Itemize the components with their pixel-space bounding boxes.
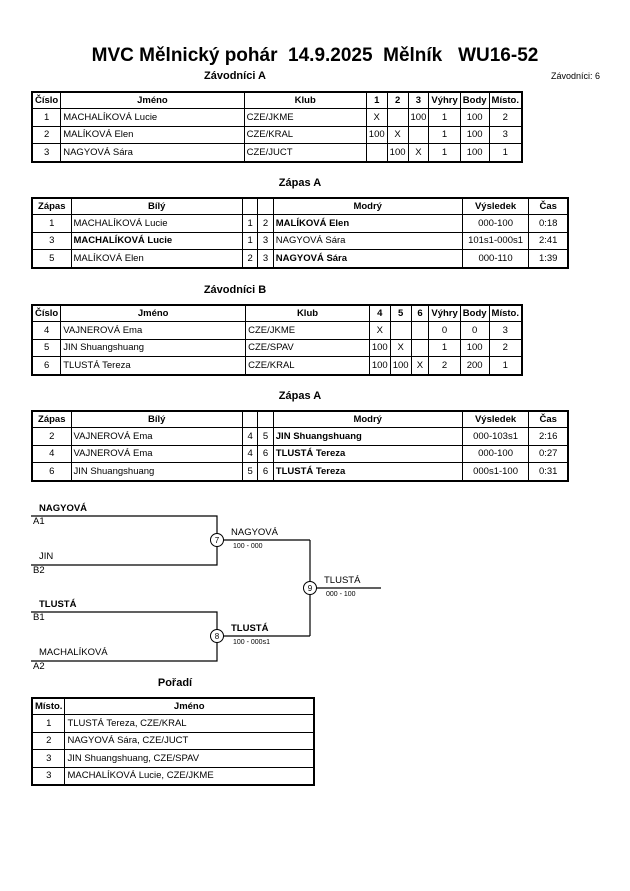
column-header: Jméno xyxy=(64,697,315,715)
matches-b-heading: Zápas A xyxy=(278,390,322,402)
table-cell: 2 xyxy=(31,731,66,750)
table-cell: 2 xyxy=(428,356,461,375)
column-header: Výhry xyxy=(428,91,461,109)
table-cell: 1 xyxy=(31,714,66,733)
table-cell: 1 xyxy=(241,231,259,250)
sf1-bottom-seed: B2 xyxy=(33,565,45,576)
sf1-bottom-name: JIN xyxy=(39,551,54,562)
table-cell: 3 xyxy=(31,766,66,786)
sf2-winner-name: TLUSTÁ xyxy=(231,623,269,634)
table-cell: CZE/JUCT xyxy=(243,143,367,162)
table-cell: NAGYOVÁ Sára xyxy=(272,249,463,268)
table-cell: JIN Shuangshuang, CZE/SPAV xyxy=(64,749,315,768)
header-row: Místo.Jméno xyxy=(31,697,315,715)
final-match-circle xyxy=(303,581,317,595)
table-cell: 1 xyxy=(488,356,523,375)
table-cell: NAGYOVÁ Sára xyxy=(60,143,245,162)
matches-a-heading: Zápas A xyxy=(278,177,322,189)
table-cell: CZE/KRAL xyxy=(245,356,370,375)
sf2-bottom-seed: A2 xyxy=(33,661,45,672)
column-header: Místo. xyxy=(31,697,66,715)
table-cell: 3 xyxy=(257,249,274,268)
sf1-score: 100 - 000 xyxy=(233,543,263,550)
table-cell: 1 xyxy=(488,143,523,162)
table-cell: 1 xyxy=(428,143,461,162)
table-cell: 0:31 xyxy=(528,462,569,481)
final-match-number: 9 xyxy=(308,584,313,593)
column-header: Čas xyxy=(528,197,569,215)
table-cell: 3 xyxy=(31,749,66,768)
sf2-top-name: TLUSTÁ xyxy=(39,599,77,610)
table-cell: 5 xyxy=(241,462,259,481)
table-cell: TLUSTÁ Tereza xyxy=(272,462,463,481)
table-cell: TLUSTÁ Tereza xyxy=(60,356,247,375)
table-cell: TLUSTÁ Tereza, CZE/KRAL xyxy=(64,714,315,733)
table-cell: 5 xyxy=(257,427,274,446)
table-cell: 100 xyxy=(389,356,412,375)
sf1-match-number: 7 xyxy=(215,536,220,545)
table-cell: 1:39 xyxy=(528,249,569,268)
competitors-count: Závodníci: 6 xyxy=(550,71,600,81)
table-cell: MACHALÍKOVÁ Lucie, CZE/JKME xyxy=(64,766,315,786)
table-cell: 6 xyxy=(257,462,274,481)
table-cell: JIN Shuangshuang xyxy=(70,462,243,481)
sf1-top-seed: A1 xyxy=(33,516,45,527)
table-cell: MALÍKOVÁ Elen xyxy=(70,249,243,268)
sf2-top-seed: B1 xyxy=(33,612,45,623)
table-cell: 2 xyxy=(257,214,274,233)
sf2-match-number: 8 xyxy=(215,632,220,641)
table-cell: 2 xyxy=(241,249,259,268)
sf1-winner-name: NAGYOVÁ xyxy=(231,527,278,538)
sf1-top-name: NAGYOVÁ xyxy=(39,503,88,514)
sf1-bracket-line xyxy=(31,515,218,566)
table-cell: 2 xyxy=(488,108,523,127)
pool-a-heading: Závodníci A xyxy=(204,70,266,82)
table-cell: 0 xyxy=(428,321,461,340)
final-score: 000 - 100 xyxy=(326,591,356,598)
pool-b-heading: Závodníci B xyxy=(203,284,267,296)
sf2-match-circle xyxy=(210,629,224,643)
sf2-bottom-name: MACHALÍKOVÁ xyxy=(39,647,108,658)
table-cell: 100 xyxy=(459,143,490,162)
page-title: MVC Mělnický pohár 14.9.2025 Mělník WU16… xyxy=(91,45,539,66)
sf1-match-circle xyxy=(210,533,224,547)
final-winner-name: TLUSTÁ xyxy=(324,575,361,586)
ranking-heading: Pořadí xyxy=(157,677,193,689)
table-cell: NAGYOVÁ Sára, CZE/JUCT xyxy=(64,731,315,750)
sf2-score: 100 - 000s1 xyxy=(233,639,270,646)
